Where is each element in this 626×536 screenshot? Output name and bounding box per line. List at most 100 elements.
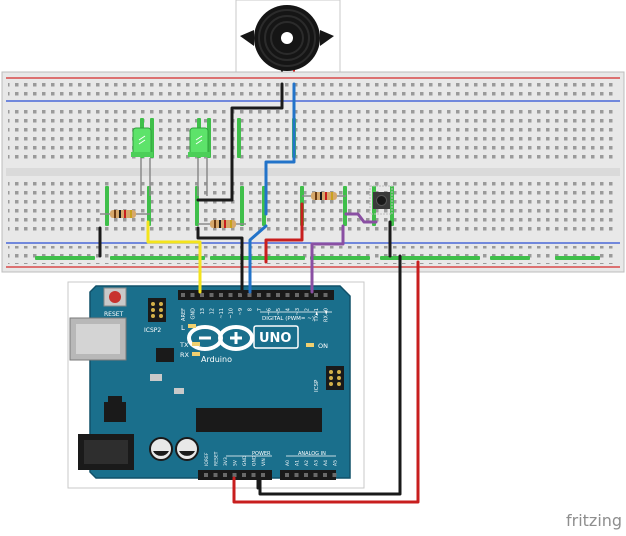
digital-pin	[266, 293, 271, 297]
icsp2-label: ICSP2	[144, 327, 161, 334]
wire-purple-button	[344, 212, 378, 224]
digital-pin	[247, 293, 252, 297]
digital-pin-label: RX◄0	[324, 308, 330, 322]
digital-pin-label: 2	[305, 308, 311, 311]
digital-pin-label: 8	[248, 308, 254, 311]
bottom-header-pins	[204, 473, 337, 477]
analog-pin-label: A4	[323, 460, 329, 466]
power-pin	[242, 473, 246, 477]
green-led-2	[188, 127, 210, 196]
power-pin-label: 5V	[233, 459, 239, 466]
icsp-header	[326, 366, 344, 390]
digital-pin-label: 4	[286, 308, 292, 311]
reset-button	[109, 291, 121, 303]
breadboard	[1, 71, 625, 273]
digital-pin	[190, 293, 195, 297]
arduino-logo	[187, 325, 299, 351]
uno-label: UNO	[259, 331, 292, 346]
digital-pin	[323, 293, 328, 297]
wire-pin2-purple	[310, 224, 345, 294]
green-led-1	[131, 127, 153, 196]
push-button	[369, 185, 393, 215]
digital-pin-label: ~9	[238, 308, 244, 315]
digital-pin	[276, 293, 280, 297]
digital-pin	[238, 293, 242, 297]
analog-pin-label: A5	[333, 460, 339, 466]
digital-pin	[257, 293, 261, 297]
wire-gnd-long	[258, 254, 402, 496]
analog-section-label: ANALOG IN	[298, 451, 326, 457]
digital-pin-label: TX►1	[314, 308, 320, 323]
digital-pin-label: 7	[257, 308, 263, 311]
wire-red-rail	[264, 202, 304, 264]
active-rail-holes	[35, 118, 600, 260]
wire-5v-long	[232, 260, 420, 504]
breadboard-bottom-terminal-strip	[8, 180, 618, 236]
digital-pin	[304, 293, 309, 297]
wire-pin13-yellow	[146, 220, 202, 294]
analog-pin	[332, 473, 337, 477]
breadboard-top-terminal-strip	[8, 108, 618, 164]
fritzing-watermark: fritzing	[566, 511, 622, 530]
wire-pin8-blue	[248, 224, 268, 294]
analog-pin	[313, 473, 318, 477]
analog-pin	[294, 473, 299, 477]
digital-pin	[295, 293, 299, 297]
digital-header	[178, 290, 334, 300]
power-pin	[261, 473, 265, 477]
digital-header-pins	[181, 293, 328, 297]
digital-pin	[219, 293, 223, 297]
analog-pin	[285, 473, 289, 477]
led-rx-label: RX	[180, 351, 190, 359]
analog-pin	[323, 473, 327, 477]
digital-pin-label: GND	[191, 308, 197, 320]
analog-pin-label: A2	[304, 460, 310, 466]
digital-pin-label: ~11	[219, 308, 225, 319]
digital-pin	[200, 293, 204, 297]
reset-label: RESET	[104, 311, 124, 318]
analog-pin-label: A0	[285, 460, 291, 466]
led-tx-label: TX	[179, 341, 189, 349]
resistor-2	[198, 220, 246, 228]
wires	[98, 82, 420, 504]
power-led-label: ON	[318, 342, 328, 350]
usb-chip	[156, 348, 174, 362]
wire-buzzer-blue	[264, 82, 296, 216]
resistor-1	[100, 210, 150, 218]
capacitor-2	[175, 437, 199, 461]
digital-pin-label: 12	[210, 308, 216, 314]
digital-pin	[228, 293, 233, 297]
digital-pin	[181, 293, 185, 297]
icsp-label: ICSP	[314, 379, 320, 392]
power-pin	[223, 473, 227, 477]
power-pin	[204, 473, 208, 477]
arduino-brand-label: Arduino	[201, 355, 232, 364]
led-l-label: L	[181, 324, 185, 332]
voltage-regulator	[104, 402, 126, 422]
power-pin-label: VIN	[261, 458, 267, 466]
piezo-buzzer	[235, 0, 341, 84]
analog-pin-label: A3	[314, 460, 320, 466]
power-pin	[232, 473, 237, 477]
digital-pin	[285, 293, 290, 297]
digital-pin-label: AREF	[181, 308, 187, 321]
power-pin	[213, 473, 218, 477]
digital-pin	[314, 293, 318, 297]
icsp2-header	[148, 298, 166, 322]
analog-pin-label: A1	[295, 460, 301, 466]
digital-pin-label: ~10	[229, 308, 235, 319]
power-pin-label: GND	[242, 455, 248, 466]
power-section-label: POWER	[252, 451, 271, 457]
wire-buzzer-black	[196, 82, 284, 202]
digital-pin	[209, 293, 214, 297]
power-pin-label: IOREF	[204, 452, 210, 466]
wire-pin9-black	[196, 226, 244, 294]
digital-label: DIGITAL (PWM= ~)	[262, 316, 314, 322]
top-power-rail	[8, 82, 618, 98]
power-pin	[251, 473, 256, 477]
